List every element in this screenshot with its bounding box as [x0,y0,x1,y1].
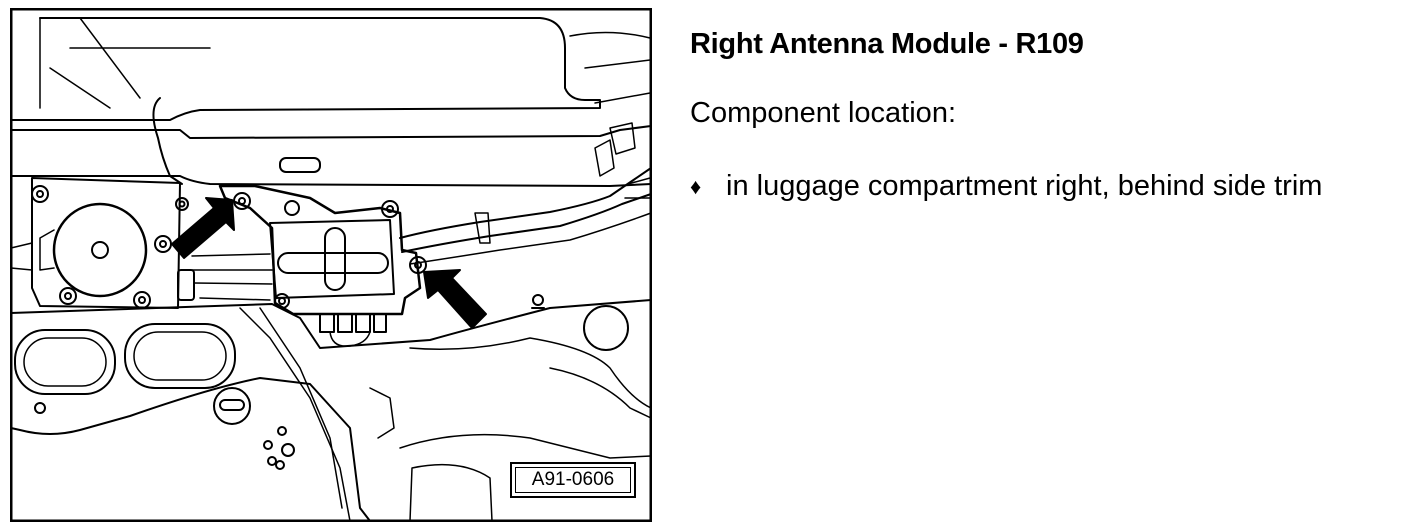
diamond-bullet-icon: ♦ [690,173,702,199]
component-illustration: A91-0606 [10,8,652,522]
arrow-icon [171,197,235,259]
antenna-module-drawing [10,8,652,522]
location-list: ♦ in luggage compartment right, behind s… [690,170,1322,203]
location-text: in luggage compartment right, behind sid… [726,170,1323,202]
page-title: Right Antenna Module - R109 [690,28,1084,60]
figure-reference-label: A91-0606 [510,462,636,498]
arrow-icon [423,269,487,329]
list-item: ♦ in luggage compartment right, behind s… [690,170,1322,203]
section-subtitle: Component location: [690,97,956,129]
